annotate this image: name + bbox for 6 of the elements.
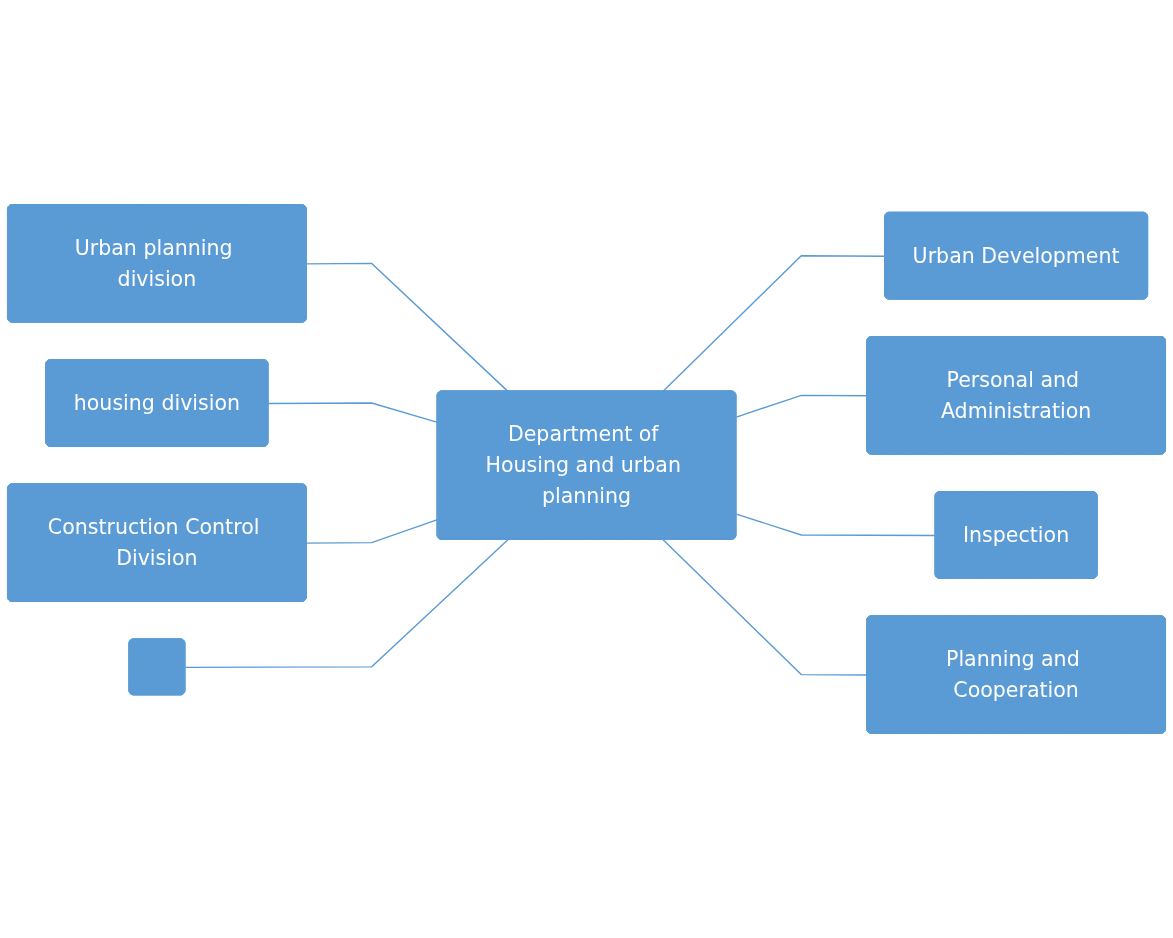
connector (184, 539, 509, 669)
connector (306, 518, 439, 544)
connector (735, 513, 937, 537)
connector (735, 394, 868, 418)
connector (267, 402, 439, 424)
connector (662, 539, 868, 676)
